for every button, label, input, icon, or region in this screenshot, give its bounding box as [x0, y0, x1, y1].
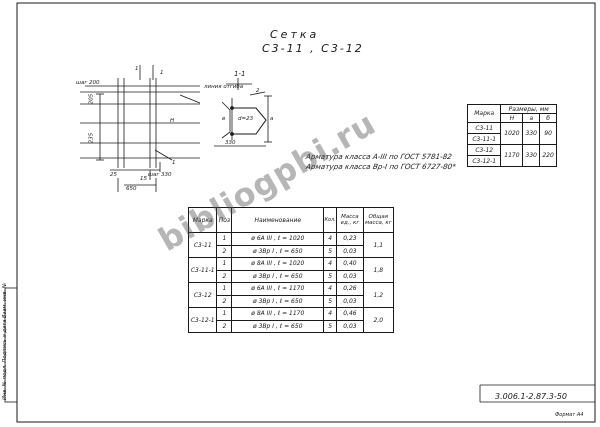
- side-stamp-text: Инв. № подл. Подпись и дата Взам. инв. №: [2, 282, 8, 400]
- spec-name: ø 6А III , ℓ = 1170: [231, 282, 325, 296]
- spec-mass: 0,03: [336, 244, 364, 258]
- section-mark: 1-1: [234, 70, 246, 78]
- spec-pos: 1: [216, 282, 233, 296]
- spec-header-total-mass: Общая масса, кг: [362, 207, 395, 233]
- spec-name: ø 8А III , ℓ = 1170: [231, 307, 325, 321]
- table-row: С3-12 1 ø 6А III , ℓ = 1170 4 0,26 1,2: [187, 282, 395, 308]
- table-row: С3-12-1 1 ø 8А III , ℓ = 1170 4 0,46 2,0: [187, 307, 395, 333]
- label-step-top: шаг 200: [76, 80, 100, 86]
- spec-name: ø 8А III , ℓ = 1020: [231, 257, 325, 271]
- dim-25: 25: [110, 172, 117, 178]
- sizes-h: 1020: [500, 122, 524, 145]
- dim-205: 205: [88, 93, 95, 105]
- spec-mark: С3-12-1: [187, 307, 218, 333]
- cut-mark-top: 1: [135, 66, 139, 72]
- spec-mass: 0,03: [336, 319, 364, 333]
- drawing-title: Сетка: [270, 28, 320, 41]
- spec-mark: С3-11-1: [187, 257, 218, 283]
- dim-d: d=23: [238, 116, 254, 122]
- drawing-subtitle: С3-11 , С3-12: [262, 42, 364, 55]
- label-cut-line: линия отгиба: [204, 84, 244, 90]
- spec-qty: 4: [323, 282, 338, 296]
- sizes-mark: С3-12: [466, 144, 502, 156]
- table-row: 2 ø 3Вр I , ℓ = 650 5 0,03: [189, 294, 394, 308]
- spec-name: ø 3Вр I , ℓ = 650: [231, 294, 325, 308]
- spec-pos: 2: [216, 244, 233, 258]
- spec-pos: 2: [216, 294, 233, 308]
- spec-pos: 2: [216, 319, 233, 333]
- sizes-header-group: Размеры, мм: [500, 104, 557, 114]
- spec-pos: 1: [216, 232, 233, 246]
- spec-header-mark: Марка: [187, 207, 218, 233]
- spec-qty: 5: [323, 269, 338, 283]
- label-pos-1: 1: [172, 160, 176, 166]
- spec-qty: 5: [323, 319, 338, 333]
- spec-name: ø 6А III , ℓ = 1020: [231, 232, 325, 246]
- sizes-mark: С3-11: [466, 122, 502, 134]
- spec-mass: 0,26: [336, 282, 364, 296]
- table-row: 2 ø 3Вр I , ℓ = 650 5 0,03: [189, 319, 394, 333]
- cut-mark-top-right: 1: [160, 70, 164, 76]
- sizes-header-mark: Марка: [466, 104, 502, 123]
- document-number: 3.006.1-2.87.3-50: [495, 392, 567, 401]
- table-row: 2 ø 3Вр I , ℓ = 650 5 0,03: [189, 244, 394, 258]
- dim-235: 235: [88, 132, 95, 144]
- label-a: а: [270, 116, 274, 122]
- dim-330: 330: [225, 140, 236, 146]
- sizes-header-a: a: [522, 113, 541, 123]
- spec-pos: 1: [216, 307, 233, 321]
- spec-mass: 0,03: [336, 269, 364, 283]
- spec-mass: 0,23: [336, 232, 364, 246]
- spec-qty: 4: [323, 307, 338, 321]
- spec-mass: 0,03: [336, 294, 364, 308]
- table-row: С3-11-1 1 ø 8А III , ℓ = 1020 4 0,40 1,8: [187, 257, 395, 283]
- spec-qty: 5: [323, 294, 338, 308]
- spec-total: 1,8: [362, 257, 395, 283]
- table-row: С3-12-1: [466, 155, 557, 167]
- spec-pos: 1: [216, 257, 233, 271]
- spec-total: 1,1: [362, 232, 395, 258]
- spec-total: 1,2: [362, 282, 395, 308]
- sizes-table: Марка Размеры, мм H a б С3-11 1020 330 9…: [466, 104, 557, 167]
- sizes-b: 90: [539, 122, 557, 145]
- dim-15: 15: [140, 176, 147, 182]
- sizes-header-b: б: [539, 113, 557, 123]
- spec-header-name: Наименование: [231, 207, 325, 233]
- dim-650: 650: [126, 186, 137, 192]
- spec-name: ø 3Вр I , ℓ = 650: [231, 244, 325, 258]
- sizes-a: 330: [522, 144, 541, 167]
- spec-name: ø 3Вр I , ℓ = 650: [231, 269, 325, 283]
- spec-mass: 0,40: [336, 257, 364, 271]
- sizes-header-h: H: [500, 113, 524, 123]
- spec-mass: 0,46: [336, 307, 364, 321]
- sizes-b: 220: [539, 144, 557, 167]
- specification-table: Марка Поз Наименование Кол. Масса ед., к…: [187, 207, 395, 333]
- spec-qty: 4: [323, 232, 338, 246]
- label-h: H: [170, 118, 175, 124]
- sizes-a: 330: [522, 122, 541, 145]
- label-pos-2: 2: [256, 88, 260, 94]
- sizes-mark: С3-12-1: [466, 155, 502, 167]
- spec-qty: 4: [323, 257, 338, 271]
- label-b: в: [222, 116, 226, 122]
- table-row: С3-11 1020 330 90: [466, 122, 557, 145]
- spec-qty: 5: [323, 244, 338, 258]
- table-row: 2 ø 3Вр I , ℓ = 650 5 0,03: [189, 269, 394, 283]
- label-step-bottom: шаг 330: [148, 172, 172, 178]
- sizes-mark: С3-11-1: [466, 133, 502, 145]
- table-row: С3-11 1 ø 6А III , ℓ = 1020 4 0,23 1,1: [187, 232, 395, 258]
- table-row: С3-12 1170 330 220: [466, 144, 557, 167]
- spec-name: ø 3Вр I , ℓ = 650: [231, 319, 325, 333]
- sheet-format: Формат А4: [555, 412, 584, 418]
- side-stamp: Инв. № подл. Подпись и дата Взам. инв. №: [2, 283, 14, 400]
- spec-total: 2,0: [362, 307, 395, 333]
- spec-pos: 2: [216, 269, 233, 283]
- spec-mark: С3-12: [187, 282, 218, 308]
- spec-header-unit-mass: Масса ед., кг: [336, 207, 364, 233]
- spec-header-qty: Кол.: [323, 207, 338, 233]
- sizes-h: 1170: [500, 144, 524, 167]
